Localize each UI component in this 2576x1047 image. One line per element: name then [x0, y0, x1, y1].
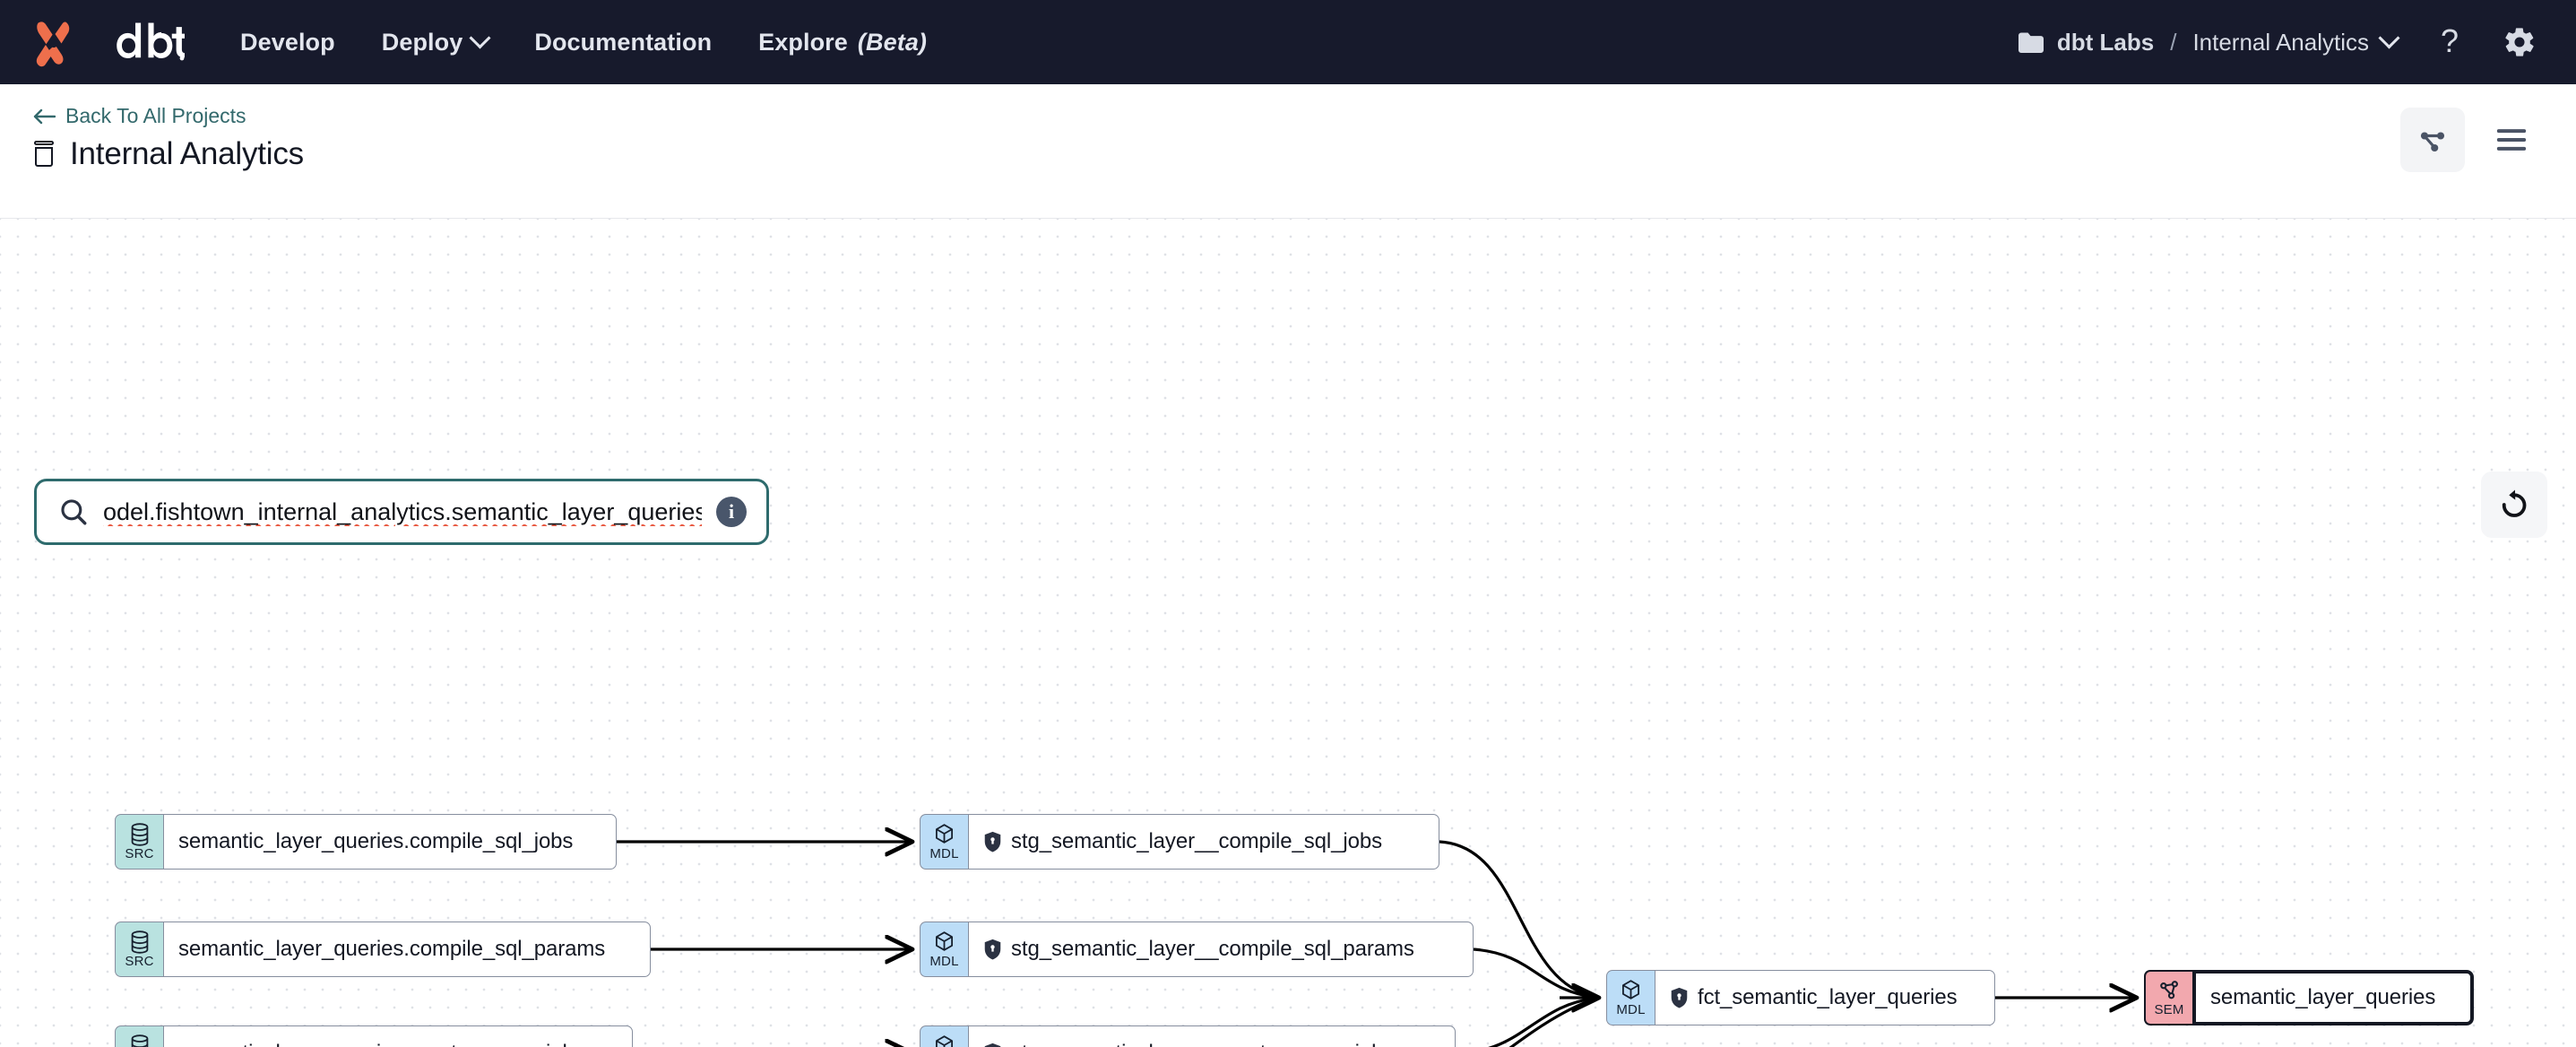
project-breadcrumb-label: Internal Analytics	[2192, 28, 2369, 56]
node-label: stg_semantic_layer__compile_sql_params	[1011, 937, 1414, 961]
graph-node-src-compile-sql-jobs[interactable]: SRC semantic_layer_queries.compile_sql_j…	[115, 814, 617, 870]
nav-item-develop-label: Develop	[240, 28, 335, 56]
node-type-label: MDL	[1616, 1002, 1646, 1017]
org-breadcrumb-label: dbt Labs	[2056, 28, 2155, 56]
dbt-logo[interactable]	[32, 17, 185, 67]
edge-mdl2-fct	[1473, 947, 1600, 999]
page-title: Internal Analytics	[70, 136, 304, 171]
graph-node-sem-semantic-layer-queries[interactable]: SEM semantic_layer_queries	[2144, 970, 2474, 1025]
nav-item-documentation-label: Documentation	[534, 28, 713, 56]
search-icon	[61, 499, 87, 525]
shield-lock-icon	[1671, 987, 1688, 1008]
node-search-box[interactable]: odel.fishtown_internal_analytics.semanti…	[34, 479, 769, 545]
nav-item-explore[interactable]: Explore (Beta)	[758, 29, 927, 56]
node-label: semantic_layer_queries.compile_sql_jobs	[178, 829, 574, 853]
node-body: fct_semantic_layer_queries	[1655, 970, 1995, 1025]
lineage-graph-view-button[interactable]	[2400, 108, 2465, 172]
node-body: stg_semantic_layer__compile_sql_params	[968, 922, 1474, 977]
cube-icon	[936, 824, 953, 844]
nav-item-explore-beta-tag: (Beta)	[857, 28, 928, 56]
node-label: stg_semantic_layer__create_query_jobs	[1011, 1041, 1394, 1047]
breadcrumb-separator: /	[2170, 28, 2177, 56]
cube-icon	[936, 931, 953, 951]
database-cylinder-icon	[131, 930, 148, 954]
graph-node-fct-semantic-layer-queries[interactable]: MDL fct_semantic_layer_queries	[1606, 970, 1995, 1025]
node-type-label: SEM	[2154, 1001, 2184, 1017]
node-type-badge-sem: SEM	[2144, 970, 2192, 1025]
node-type-badge-mdl: MDL	[920, 1025, 968, 1047]
cube-icon	[1622, 980, 1639, 999]
nav-item-deploy-label: Deploy	[381, 28, 463, 56]
question-mark-icon: ?	[2441, 24, 2459, 59]
node-body: semantic_layer_queries	[2192, 970, 2474, 1025]
nav-item-deploy[interactable]: Deploy	[381, 26, 491, 56]
view-mode-toggle-group	[2400, 104, 2544, 172]
back-to-all-projects-link[interactable]: Back To All Projects	[32, 104, 304, 128]
graph-node-src-compile-sql-params[interactable]: SRC semantic_layer_queries.compile_sql_p…	[115, 922, 651, 977]
node-type-label: MDL	[929, 954, 959, 969]
list-view-button[interactable]	[2479, 108, 2544, 172]
subheader-left: Back To All Projects Internal Analytics	[32, 104, 304, 172]
node-label: semantic_layer_queries.create_query_jobs	[178, 1041, 585, 1047]
shield-lock-icon	[984, 1043, 1001, 1047]
database-icon	[34, 141, 54, 167]
list-menu-icon	[2496, 129, 2527, 151]
database-cylinder-icon	[131, 823, 148, 846]
graph-node-src-create-query-jobs[interactable]: SRC semantic_layer_queries.create_query_…	[115, 1025, 633, 1047]
shield-lock-icon	[984, 831, 1001, 852]
graph-node-mdl-stg-create-query-jobs[interactable]: MDL stg_semantic_layer__create_query_job…	[920, 1025, 1456, 1047]
settings-button[interactable]	[2503, 25, 2537, 59]
chevron-down-icon	[2378, 26, 2400, 49]
org-breadcrumb[interactable]: dbt Labs	[2018, 29, 2154, 56]
folder-icon	[2018, 32, 2044, 53]
reset-view-button[interactable]	[2481, 472, 2547, 538]
node-type-badge-src: SRC	[115, 814, 163, 870]
node-body: semantic_layer_queries.compile_sql_jobs	[163, 814, 617, 870]
back-to-all-projects-label: Back To All Projects	[65, 104, 246, 127]
help-button[interactable]: ?	[2434, 24, 2465, 60]
project-title-row: Internal Analytics	[32, 136, 304, 172]
node-type-label: MDL	[929, 846, 959, 861]
node-label: semantic_layer_queries	[2210, 985, 2436, 1009]
node-type-badge-mdl: MDL	[920, 922, 968, 977]
nav-item-explore-label: Explore	[758, 28, 848, 56]
shield-lock-icon	[984, 939, 1001, 960]
node-type-label: SRC	[125, 954, 154, 969]
nav-item-develop[interactable]: Develop	[240, 29, 335, 56]
node-label: stg_semantic_layer__compile_sql_jobs	[1011, 829, 1382, 853]
node-type-badge-mdl: MDL	[920, 814, 968, 870]
arrow-left-icon	[33, 108, 56, 124]
chevron-down-icon	[469, 26, 491, 49]
node-label: fct_semantic_layer_queries	[1698, 985, 1958, 1009]
svg-text:?: ?	[2441, 24, 2459, 59]
node-label: semantic_layer_queries.compile_sql_param…	[178, 937, 606, 961]
node-type-badge-src: SRC	[115, 922, 163, 977]
edge-mdl3-fct	[1487, 996, 1600, 1047]
cube-icon	[936, 1035, 953, 1047]
reset-rotate-left-icon	[2502, 489, 2527, 517]
node-body: stg_semantic_layer__create_query_jobs	[968, 1025, 1456, 1047]
semantic-graph-icon	[2159, 980, 2178, 999]
node-body: semantic_layer_queries.compile_sql_param…	[163, 922, 651, 977]
nav-item-documentation[interactable]: Documentation	[534, 29, 712, 56]
gear-icon	[2505, 28, 2534, 56]
lineage-graph-icon	[2420, 132, 2445, 152]
node-type-label: SRC	[125, 846, 154, 861]
node-type-badge-mdl: MDL	[1606, 970, 1655, 1025]
primary-nav-links: Develop Deploy Documentation Explore (Be…	[240, 26, 927, 56]
node-type-badge-src: SRC	[115, 1025, 163, 1047]
project-breadcrumb[interactable]: Internal Analytics	[2192, 26, 2400, 56]
dbt-logo-icon	[36, 22, 185, 67]
node-body: stg_semantic_layer__compile_sql_jobs	[968, 814, 1439, 870]
node-body: semantic_layer_queries.create_query_jobs	[163, 1025, 633, 1047]
database-cylinder-icon	[131, 1034, 148, 1047]
lineage-canvas[interactable]: odel.fishtown_internal_analytics.semanti…	[0, 219, 2576, 1047]
search-input[interactable]: odel.fishtown_internal_analytics.semanti…	[103, 498, 702, 525]
graph-node-mdl-stg-compile-sql-jobs[interactable]: MDL stg_semantic_layer__compile_sql_jobs	[920, 814, 1439, 870]
nav-right-cluster: dbt Labs / Internal Analytics ?	[2018, 24, 2537, 60]
info-icon[interactable]: i	[716, 497, 747, 527]
graph-node-mdl-stg-compile-sql-params[interactable]: MDL stg_semantic_layer__compile_sql_para…	[920, 922, 1474, 977]
top-navigation-bar: Develop Deploy Documentation Explore (Be…	[0, 0, 2576, 84]
project-subheader: Back To All Projects Internal Analytics	[0, 84, 2576, 219]
